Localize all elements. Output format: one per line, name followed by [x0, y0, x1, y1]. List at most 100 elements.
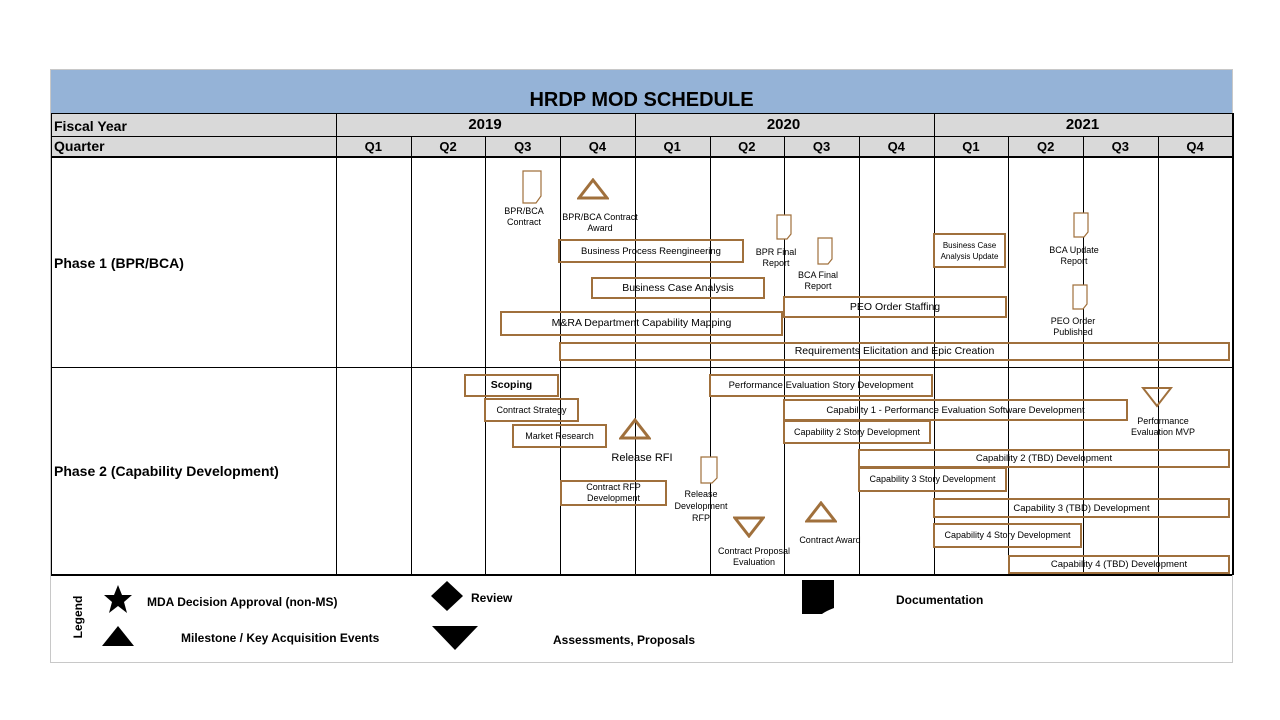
release-dev-rfp-label: Release Development RFP: [674, 489, 728, 523]
bpr-final-label: BPR Final Report: [755, 247, 797, 268]
quarter-cell: Q2: [738, 139, 756, 154]
quarter-cell: Q4: [887, 139, 905, 154]
requirements-bar: Requirements Elicitation and Epic Creati…: [559, 342, 1230, 361]
quarter-cell: Q2: [1036, 139, 1055, 154]
year-2019: 2019: [468, 116, 502, 133]
year-2020: 2020: [766, 116, 801, 133]
legend-assessments: Assessments, Proposals: [553, 633, 696, 647]
perf-eval-mvp-label: Performance Evaluation MVP: [1130, 416, 1196, 437]
capability-2-bar: Capability 2 (TBD) Development: [858, 449, 1230, 468]
bca-final-label: BCA Final Report: [797, 270, 839, 291]
document-icon: [1073, 212, 1089, 238]
quarter-row: [51, 137, 1232, 156]
grid-line: [1232, 113, 1234, 157]
grid-line: [51, 136, 1232, 137]
milestone-triangle-icon: [577, 178, 609, 200]
grid-line: [1008, 136, 1009, 157]
phase-1-label: Phase 1 (BPR/BCA): [54, 255, 184, 271]
grid-line: [710, 136, 711, 157]
document-icon: [802, 580, 834, 614]
quarter-cell: Q3: [812, 139, 831, 154]
milestone-triangle-icon: [805, 501, 837, 523]
grid-line: [1008, 157, 1009, 575]
title-bar: [51, 70, 1232, 113]
quarter-cell: Q3: [1111, 139, 1130, 154]
document-icon: [700, 456, 718, 484]
grid-line: [635, 113, 636, 157]
grid-line: [934, 157, 935, 575]
quarter-cell: Q1: [364, 139, 383, 154]
legend-documentation: Documentation: [896, 593, 984, 607]
grid-line: [51, 367, 1232, 368]
capability-3-story-bar: Capability 3 Story Development: [858, 467, 1007, 492]
peo-published-label: PEO Order Published: [1050, 316, 1096, 337]
grid-line: [859, 157, 860, 575]
grid-line: [485, 136, 486, 157]
bca-update-report-label: BCA Update Report: [1049, 245, 1099, 266]
grid-line: [1158, 136, 1159, 157]
grid-line: [51, 113, 1232, 114]
grid-line: [1083, 157, 1084, 575]
grid-line: [411, 136, 412, 157]
document-icon: [522, 170, 542, 204]
document-icon: [817, 237, 833, 265]
fiscal-year-label: Fiscal Year: [54, 118, 127, 134]
legend-title: Legend: [71, 595, 85, 639]
contract-rfp-bar: Contract RFP Development: [560, 480, 667, 506]
grid-line: [51, 156, 1232, 158]
perf-eval-story-bar: Performance Evaluation Story Development: [709, 374, 933, 397]
quarter-cell: Q4: [1186, 139, 1204, 154]
grid-line: [336, 113, 337, 157]
grid-line: [710, 157, 711, 575]
quarter-cell: Q2: [439, 139, 457, 154]
grid-line: [51, 574, 1232, 576]
capability-2-story-bar: Capability 2 Story Development: [783, 420, 931, 444]
quarter-label: Quarter: [54, 138, 105, 154]
grid-line: [784, 136, 785, 157]
grid-line: [934, 113, 935, 157]
capability-4-bar: Capability 4 (TBD) Development: [1008, 555, 1230, 574]
bca-update-bar: Business Case Analysis Update: [933, 233, 1006, 268]
schedule-title: HRDP MOD SCHEDULE: [529, 89, 754, 111]
bca-bar: Business Case Analysis: [591, 277, 765, 299]
bpr-bca-contract-label: BPR/BCA Contract: [504, 206, 544, 227]
quarter-cell: Q1: [663, 139, 681, 154]
contract-award-label: Contract Award: [799, 535, 861, 545]
legend-milestone: Milestone / Key Acquisition Events: [181, 631, 380, 645]
quarter-cell: Q3: [514, 139, 532, 154]
year-2021: 2021: [1065, 116, 1100, 133]
capability-1-bar: Capability 1 - Performance Evaluation So…: [783, 399, 1128, 421]
contract-strategy-bar: Contract Strategy: [484, 398, 579, 422]
capability-3-bar: Capability 3 (TBD) Development: [933, 498, 1230, 518]
grid-line: [485, 157, 486, 575]
quarter-cell: Q1: [962, 139, 980, 154]
document-icon: [776, 214, 792, 240]
market-research-bar: Market Research: [512, 424, 607, 448]
release-rfi-label: Release RFI: [611, 452, 673, 464]
contract-proposal-eval-label: Contract Proposal Evaluation: [717, 546, 791, 567]
grid-line: [1158, 157, 1159, 575]
bpr-bar: Business Process Reengineering: [558, 239, 744, 263]
legend-mda: MDA Decision Approval (non-MS): [147, 595, 338, 609]
grid-line: [411, 157, 412, 575]
peo-staffing-bar: PEO Order Staffing: [783, 296, 1007, 318]
assessment-triangle-icon: [733, 516, 765, 538]
grid-line: [1232, 157, 1234, 575]
document-icon: [1072, 284, 1088, 310]
bpr-bca-award-label: BPR/BCA Contract Award: [562, 212, 638, 233]
grid-line: [560, 136, 561, 157]
grid-line: [635, 157, 636, 575]
diamond-icon: [431, 581, 463, 611]
fiscal-year-row: [51, 114, 1232, 136]
capability-4-story-bar: Capability 4 Story Development: [933, 523, 1082, 548]
milestone-triangle-icon: [619, 418, 651, 440]
assessment-triangle-icon: [1141, 387, 1173, 408]
grid-line: [1083, 136, 1084, 157]
grid-line: [560, 157, 561, 575]
grid-line: [51, 113, 52, 576]
scoping-bar: Scoping: [464, 374, 559, 397]
milestone-triangle-icon: [102, 626, 134, 646]
star-icon: [104, 585, 132, 613]
assessment-triangle-icon: [432, 626, 478, 650]
legend-title-box: Legend: [64, 590, 92, 646]
